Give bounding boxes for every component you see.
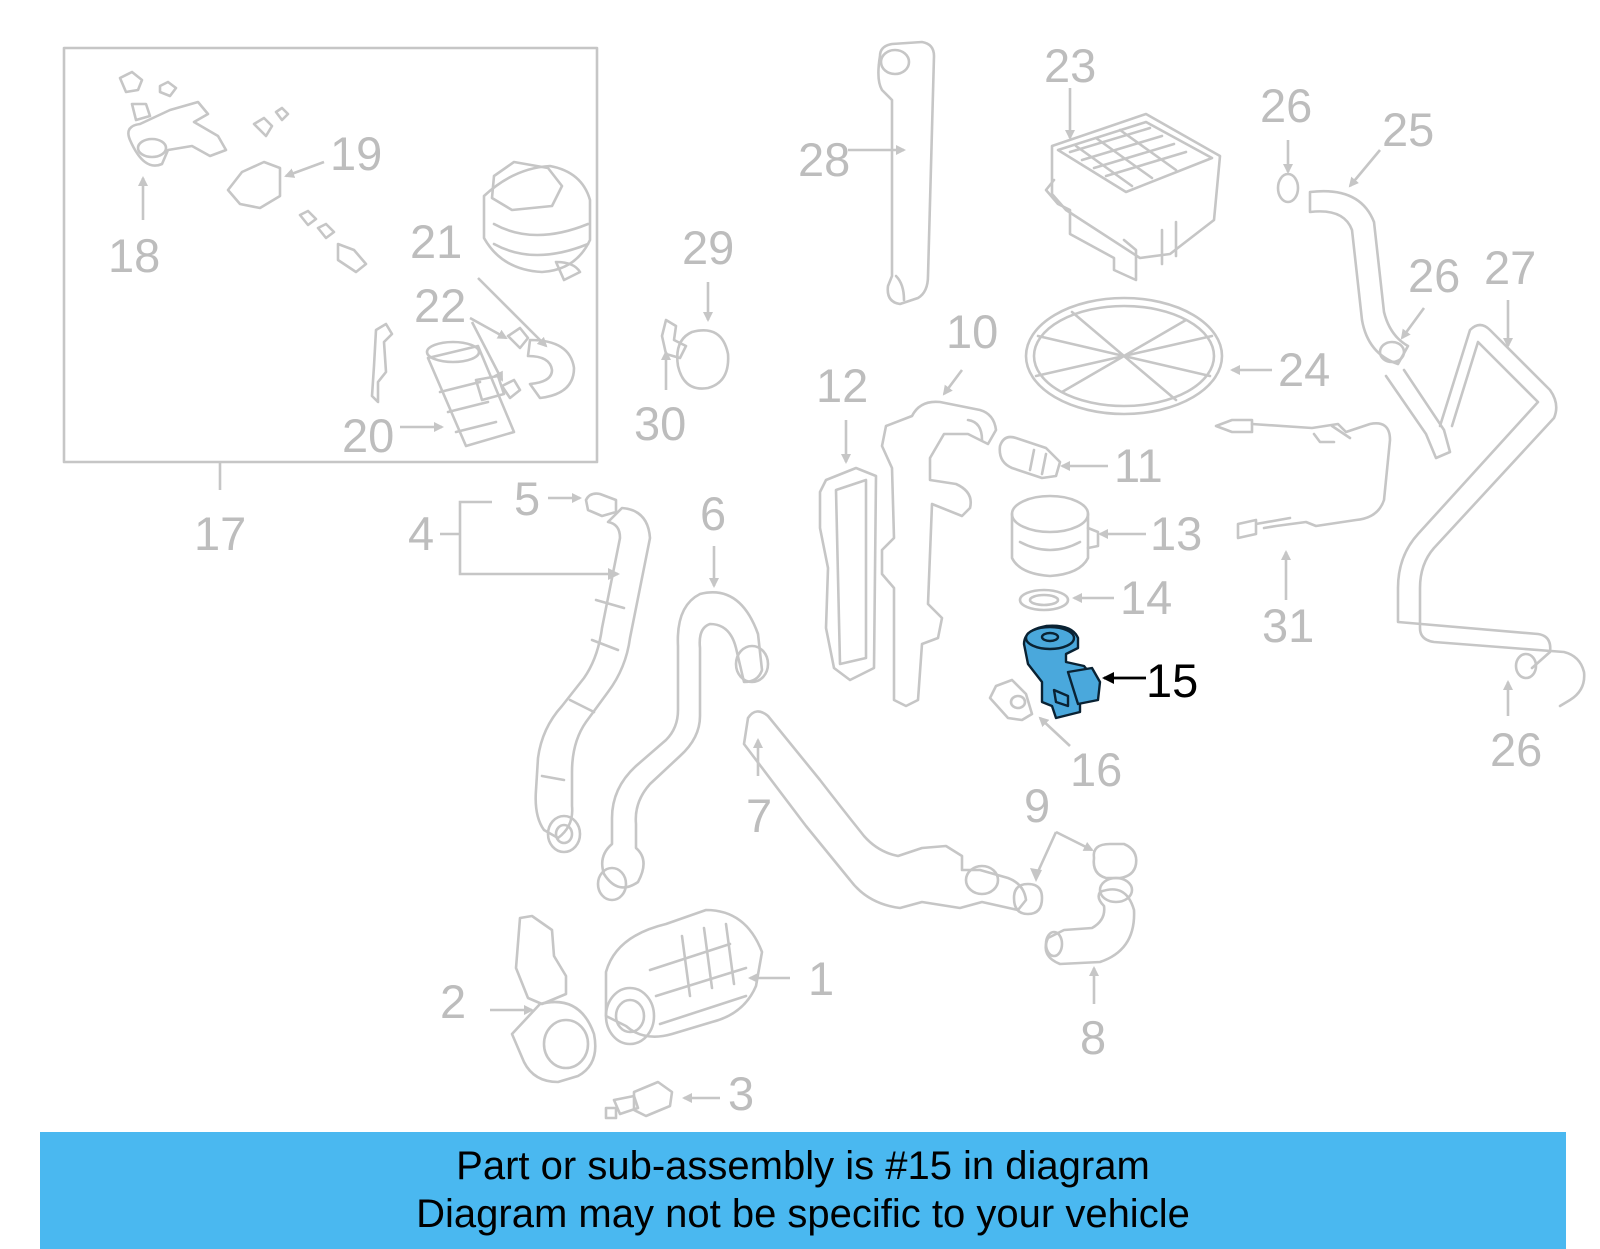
part-27-pipe	[1396, 300, 1586, 716]
part-1-pump	[604, 908, 790, 1046]
callout-8: 8	[1080, 1011, 1106, 1064]
callout-30: 30	[634, 397, 686, 450]
callout-4: 4	[408, 507, 434, 560]
part-14-gasket	[1018, 588, 1114, 612]
callout-26a: 26	[1260, 79, 1312, 132]
callout-22: 22	[414, 279, 466, 332]
part-19-sensor	[226, 106, 368, 274]
callout-23: 23	[1044, 39, 1096, 92]
part-10-pipe	[880, 369, 998, 708]
part-8-hose	[1012, 830, 1138, 1004]
part-18-bracket	[118, 70, 228, 220]
part-24-filter	[1024, 296, 1272, 416]
callout-27: 27	[1484, 241, 1536, 294]
callout-2: 2	[440, 975, 466, 1028]
callout-7: 7	[746, 789, 772, 842]
part-16-gasket	[988, 678, 1071, 747]
callout-21: 21	[410, 215, 462, 268]
part-7-pipe	[742, 710, 1028, 912]
part-20-filter	[370, 322, 516, 448]
callout-13: 13	[1150, 507, 1202, 560]
callout-3: 3	[728, 1067, 754, 1120]
callout-labels: 1 2 3 4 5 6 7 8 9 10 11 12 13 14 15 16 1…	[108, 39, 1542, 1120]
part-23-airbox	[1044, 88, 1222, 282]
callout-26b: 26	[1408, 249, 1460, 302]
part-21-pump	[477, 160, 592, 348]
part-6-hose	[596, 546, 770, 902]
part-28-hose	[848, 40, 936, 306]
part-11-fitting	[998, 435, 1108, 480]
callout-15: 15	[1146, 654, 1198, 707]
banner-line-2: Diagram may not be specific to your vehi…	[416, 1192, 1190, 1236]
callout-14: 14	[1120, 571, 1172, 624]
part-4-hose-assembly	[440, 492, 652, 854]
part-3-sensor	[604, 1080, 720, 1120]
part-31-sensor	[1214, 418, 1392, 600]
callout-19: 19	[330, 127, 382, 180]
part-12-plate	[818, 420, 878, 682]
callout-17: 17	[194, 507, 246, 560]
callout-18: 18	[108, 229, 160, 282]
callout-1: 1	[808, 952, 834, 1005]
callout-10: 10	[946, 305, 998, 358]
callout-6: 6	[700, 487, 726, 540]
callout-24: 24	[1278, 343, 1330, 396]
part-22-hose	[469, 316, 576, 400]
callout-28: 28	[798, 133, 850, 186]
callout-5: 5	[514, 472, 540, 525]
part-2-bracket	[490, 914, 597, 1084]
callout-11: 11	[1114, 439, 1163, 492]
part-29-cap	[660, 282, 730, 390]
callout-26c: 26	[1490, 723, 1542, 776]
info-banner: Part or sub-assembly is #15 in diagram D…	[40, 1132, 1566, 1249]
callout-29: 29	[682, 221, 734, 274]
callout-9: 9	[1024, 779, 1050, 832]
subassembly-box-17	[62, 46, 599, 490]
part-25-hose	[1276, 140, 1452, 460]
part-15-valve-highlighted[interactable]	[1022, 624, 1146, 720]
callout-16: 16	[1070, 743, 1122, 796]
callout-12: 12	[816, 359, 868, 412]
part-13-valve	[1010, 494, 1146, 578]
callout-20: 20	[342, 409, 394, 462]
callout-25: 25	[1382, 103, 1434, 156]
banner-line-1: Part or sub-assembly is #15 in diagram	[456, 1144, 1150, 1188]
callout-31: 31	[1262, 599, 1314, 652]
